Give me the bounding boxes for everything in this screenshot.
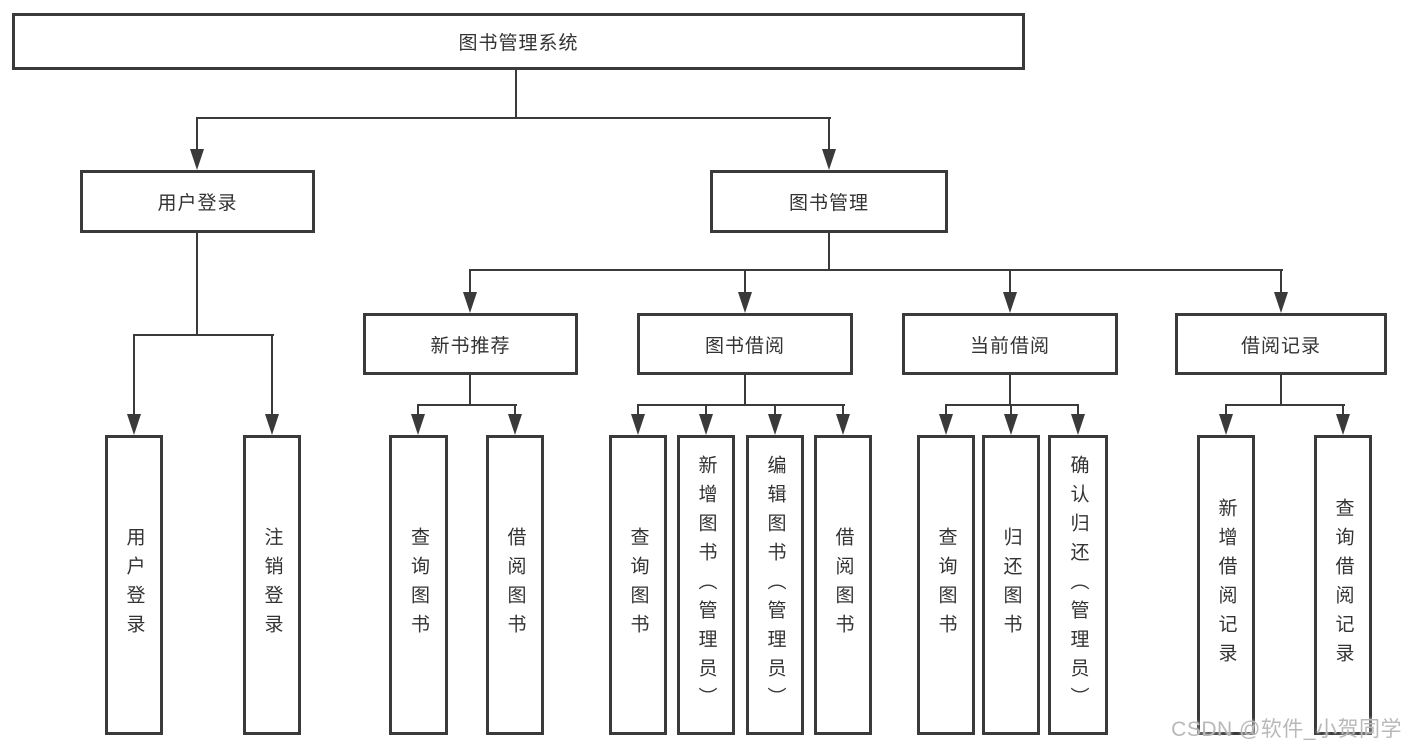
connector-line xyxy=(469,269,471,297)
leaf-return-books-label: 归还图书 xyxy=(1000,527,1022,643)
node-current-borrow: 当前借阅 xyxy=(902,313,1118,375)
leaf-add-borrow-record: 新增借阅记录 xyxy=(1197,435,1255,735)
connector-line xyxy=(514,404,516,418)
connector-line xyxy=(1280,269,1282,297)
connector-line xyxy=(842,404,844,418)
arrow-down-icon xyxy=(631,414,645,435)
arrow-down-icon xyxy=(1003,292,1017,313)
leaf-borrow-books-newbook-label: 借阅图书 xyxy=(504,527,526,643)
connector-line xyxy=(828,233,830,271)
arrow-down-icon xyxy=(836,414,850,435)
connector-line xyxy=(1009,375,1011,406)
connector-line xyxy=(417,404,419,418)
leaf-logout: 注销登录 xyxy=(243,435,301,735)
arrow-down-icon xyxy=(1336,414,1350,435)
node-new-book-recommend-label: 新书推荐 xyxy=(430,335,511,357)
node-current-borrow-label: 当前借阅 xyxy=(969,335,1050,357)
arrow-down-icon xyxy=(190,149,204,170)
leaf-query-borrow-record-label: 查询借阅记录 xyxy=(1332,498,1354,672)
leaf-query-books-newbook-label: 查询图书 xyxy=(408,527,429,643)
node-book-management-label: 图书管理 xyxy=(788,193,869,214)
arrow-down-icon xyxy=(1071,414,1085,435)
leaf-add-books-admin: 新增图书（管理员） xyxy=(677,435,735,735)
leaf-user-login: 用户登录 xyxy=(105,435,163,735)
leaf-query-books-current-label: 查询图书 xyxy=(935,527,957,643)
node-book-management: 图书管理 xyxy=(710,170,948,233)
arrow-down-icon xyxy=(1274,292,1288,313)
connector-line xyxy=(1280,375,1282,406)
arrow-down-icon xyxy=(463,292,477,313)
arrow-down-icon xyxy=(411,414,425,435)
connector-line xyxy=(196,117,831,119)
connector-line xyxy=(271,334,273,419)
node-book-borrow: 图书借阅 xyxy=(637,313,853,375)
node-new-book-recommend: 新书推荐 xyxy=(363,313,578,375)
leaf-confirm-return-admin: 确认归还（管理员） xyxy=(1048,435,1108,735)
connector-line xyxy=(637,404,639,418)
leaf-edit-books-admin-label: 编辑图书（管理员） xyxy=(764,454,786,716)
node-book-borrow-label: 图书借阅 xyxy=(704,335,785,357)
connector-line xyxy=(515,70,517,119)
connector-line xyxy=(744,269,746,297)
node-user-login-label: 用户登录 xyxy=(157,193,238,214)
connector-line xyxy=(1077,404,1079,418)
leaf-confirm-return-admin-label: 确认归还（管理员） xyxy=(1067,454,1089,716)
connector-line xyxy=(1009,269,1011,297)
connector-line xyxy=(637,404,845,406)
connector-line xyxy=(417,404,517,406)
connector-line xyxy=(196,233,198,336)
connector-line xyxy=(828,117,830,157)
leaf-edit-books-admin: 编辑图书（管理员） xyxy=(746,435,804,735)
leaf-query-books-borrow-label: 查询图书 xyxy=(627,527,649,643)
connector-line xyxy=(945,404,1079,406)
connector-line xyxy=(133,334,135,419)
connector-line xyxy=(1225,404,1227,418)
connector-line xyxy=(1010,404,1012,418)
arrow-down-icon xyxy=(1004,414,1018,435)
connector-line xyxy=(469,269,1283,271)
connector-line xyxy=(774,404,776,418)
leaf-borrow-books-borrow-label: 借阅图书 xyxy=(832,527,854,643)
leaf-borrow-books-borrow: 借阅图书 xyxy=(814,435,872,735)
leaf-user-login-label: 用户登录 xyxy=(123,527,145,643)
connector-line xyxy=(469,375,471,406)
connector-line xyxy=(196,117,198,157)
leaf-query-borrow-record: 查询借阅记录 xyxy=(1314,435,1372,735)
arrow-down-icon xyxy=(822,149,836,170)
node-user-login: 用户登录 xyxy=(80,170,315,233)
node-root-label: 图书管理系统 xyxy=(458,33,579,54)
leaf-return-books: 归还图书 xyxy=(982,435,1040,735)
leaf-query-books-current: 查询图书 xyxy=(917,435,975,735)
arrow-down-icon xyxy=(508,414,522,435)
connector-line xyxy=(1225,404,1345,406)
node-root: 图书管理系统 xyxy=(12,13,1025,70)
arrow-down-icon xyxy=(738,292,752,313)
leaf-logout-label: 注销登录 xyxy=(261,527,283,643)
arrow-down-icon xyxy=(768,414,782,435)
leaf-query-books-borrow: 查询图书 xyxy=(609,435,667,735)
arrow-down-icon xyxy=(265,414,279,435)
connector-line xyxy=(945,404,947,418)
arrow-down-icon xyxy=(127,414,141,435)
connector-line xyxy=(1342,404,1344,418)
node-borrow-records-label: 借阅记录 xyxy=(1240,335,1321,357)
arrow-down-icon xyxy=(939,414,953,435)
leaf-add-borrow-record-label: 新增借阅记录 xyxy=(1215,498,1237,672)
connector-line xyxy=(744,375,746,406)
arrow-down-icon xyxy=(699,414,713,435)
watermark: CSDN @软件_小贺同学 xyxy=(1171,718,1402,741)
leaf-query-books-newbook: 查询图书 xyxy=(389,435,448,735)
connector-line xyxy=(133,334,274,336)
leaf-borrow-books-newbook: 借阅图书 xyxy=(486,435,544,735)
node-borrow-records: 借阅记录 xyxy=(1175,313,1387,375)
arrow-down-icon xyxy=(1219,414,1233,435)
leaf-add-books-admin-label: 新增图书（管理员） xyxy=(695,454,717,716)
connector-line xyxy=(705,404,707,418)
